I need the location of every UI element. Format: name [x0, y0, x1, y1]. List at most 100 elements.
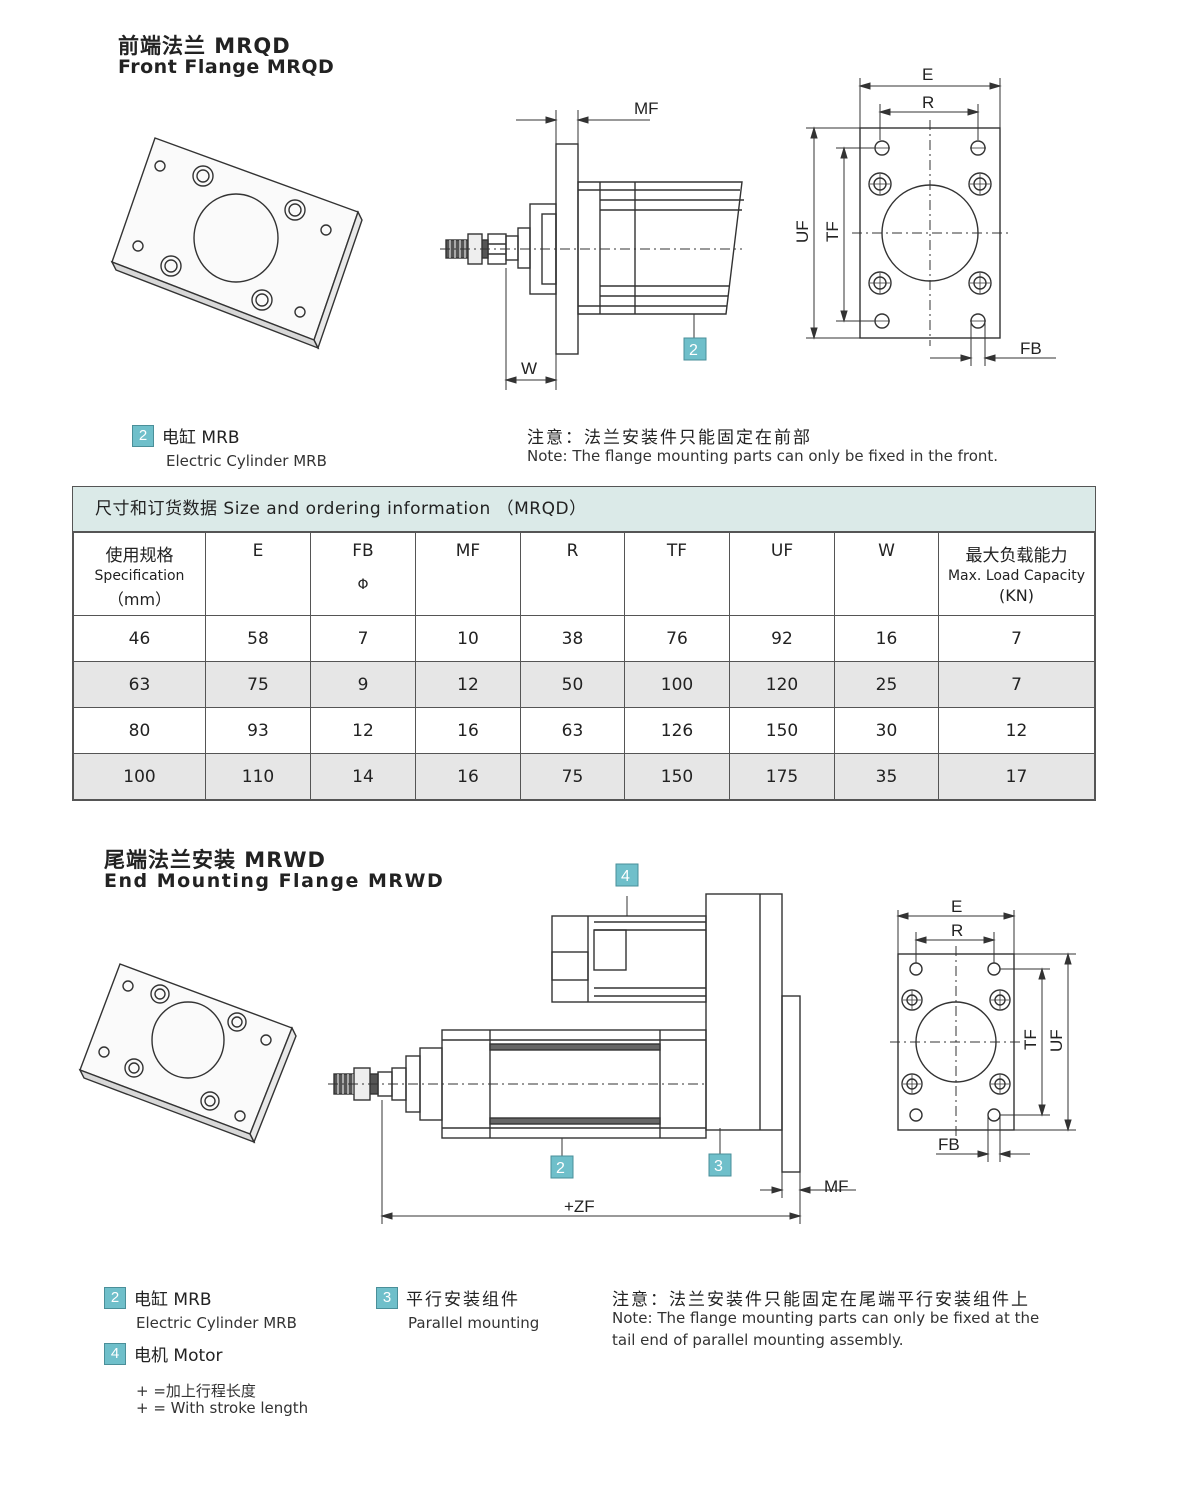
- legend-en: Parallel mounting: [408, 1314, 540, 1332]
- dim-label-fb: FB: [1020, 339, 1042, 358]
- cell-r: 50: [520, 661, 625, 708]
- cell-tf: 126: [624, 707, 730, 754]
- table-header-row: 使用规格 Specification （mm） E FB Φ MF R TF U…: [73, 532, 1095, 616]
- cell-tf: 150: [624, 753, 730, 800]
- callout-2-end: 2: [556, 1160, 565, 1177]
- cell-r: 63: [520, 707, 625, 754]
- cell-w: 30: [834, 707, 939, 754]
- table-row: 63 75 9 12 50 100 120 25 7: [73, 661, 1095, 708]
- cell-e: 110: [205, 753, 311, 800]
- cell-spec: 46: [73, 615, 206, 662]
- badge-4: 4: [104, 1342, 126, 1365]
- fb-dimension: [930, 321, 1056, 366]
- dim-label-zf: +ZF: [564, 1197, 595, 1216]
- dim-label-mf: MF: [824, 1177, 849, 1196]
- front-flange-drawing: MF W E R FB UF TF 2: [110, 65, 1056, 390]
- end-flange-front-view: [890, 946, 1022, 1138]
- header-uf: UF: [729, 532, 835, 616]
- cell-load: 7: [938, 661, 1095, 708]
- cell-w: 16: [834, 615, 939, 662]
- cell-e: 75: [205, 661, 311, 708]
- section1-note-cn: 注意：法兰安装件只能固定在前部: [527, 428, 812, 448]
- cell-mf: 10: [415, 615, 521, 662]
- legend-cn: 电缸 MRB: [134, 1290, 212, 1310]
- dim-label-uf: UF: [793, 220, 812, 243]
- header-spec: 使用规格 Specification （mm）: [73, 532, 206, 616]
- cell-e: 93: [205, 707, 311, 754]
- end-flange-drawing: E R FB MF +ZF TF UF 4 2 3: [78, 863, 1076, 1224]
- cell-w: 25: [834, 661, 939, 708]
- cell-w: 35: [834, 753, 939, 800]
- header-e: E: [205, 532, 311, 616]
- dim-label-tf: TF: [1021, 1029, 1040, 1050]
- table-title: 尺寸和订货数据 Size and ordering information （M…: [73, 487, 1095, 532]
- size-ordering-table: 尺寸和订货数据 Size and ordering information （M…: [72, 486, 1096, 801]
- cell-tf: 100: [624, 661, 730, 708]
- uf-tf-dimensions: [806, 126, 874, 340]
- end-flange-side-view: [328, 893, 801, 1173]
- end-flange-iso-plate: [78, 963, 297, 1144]
- cell-spec: 80: [73, 707, 206, 754]
- table-row: 100 110 14 16 75 150 175 35 17: [73, 753, 1095, 800]
- header-r: R: [520, 532, 625, 616]
- front-flange-iso-plate: [110, 137, 363, 350]
- legend-cn: 电缸 MRB: [162, 428, 240, 448]
- section2-note-en-2: tail end of parallel mounting assembly.: [612, 1331, 904, 1349]
- cell-load: 7: [938, 615, 1095, 662]
- header-fb: FB Φ: [310, 532, 416, 616]
- section2-title-cn: 尾端法兰安装 MRWD: [104, 848, 326, 872]
- dim-label-fb: FB: [938, 1135, 960, 1154]
- section1-note-en: Note: The flange mounting parts can only…: [527, 447, 999, 465]
- cell-fb: 9: [310, 661, 416, 708]
- cell-tf: 76: [624, 615, 730, 662]
- callout-2-front: 2: [689, 342, 698, 359]
- cell-uf: 120: [729, 661, 835, 708]
- section2-note-en-1: Note: The flange mounting parts can only…: [612, 1309, 1040, 1327]
- header-load: 最大负载能力 Max. Load Capacity (KN): [938, 532, 1095, 616]
- section1-title-en: Front Flange MRQD: [118, 56, 335, 78]
- dim-label-mf: MF: [634, 99, 659, 118]
- dim-label-uf: UF: [1047, 1029, 1066, 1052]
- dim-label-tf: TF: [823, 221, 842, 242]
- callout-3: 3: [714, 1158, 723, 1175]
- cell-r: 75: [520, 753, 625, 800]
- header-tf: TF: [624, 532, 730, 616]
- cell-fb: 14: [310, 753, 416, 800]
- section1-legend: 2 电缸 MRB Electric Cylinder MRB: [132, 423, 327, 470]
- section2-legend-3: 3 平行安装组件 Parallel mounting: [376, 1285, 539, 1332]
- badge-2: 2: [132, 424, 154, 447]
- mf-dimension: [516, 110, 650, 144]
- e-r-dimensions: [858, 78, 1002, 140]
- header-w: W: [834, 532, 939, 616]
- legend-en: Electric Cylinder MRB: [166, 452, 327, 470]
- table-row: 46 58 7 10 38 76 92 16 7: [73, 615, 1095, 662]
- plus-note-cn: + =加上行程长度: [136, 1382, 256, 1400]
- table-row: 80 93 12 16 63 126 150 30 12: [73, 707, 1095, 754]
- legend-cn: 电机 Motor: [134, 1346, 223, 1366]
- dim-label-e: E: [951, 897, 962, 916]
- cell-r: 38: [520, 615, 625, 662]
- legend-cn: 平行安装组件: [406, 1290, 520, 1310]
- badge-3: 3: [376, 1286, 398, 1309]
- cell-uf: 150: [729, 707, 835, 754]
- dim-label-r: R: [951, 921, 963, 940]
- legend-en: Electric Cylinder MRB: [136, 1314, 297, 1332]
- cell-mf: 12: [415, 661, 521, 708]
- cell-spec: 100: [73, 753, 206, 800]
- badge-2: 2: [104, 1286, 126, 1309]
- section2-legend-2: 2 电缸 MRB Electric Cylinder MRB: [104, 1285, 297, 1332]
- cell-load: 12: [938, 707, 1095, 754]
- cell-e: 58: [205, 615, 311, 662]
- cell-fb: 7: [310, 615, 416, 662]
- cell-load: 17: [938, 753, 1095, 800]
- section2-title-en: End Mounting Flange MRWD: [104, 870, 445, 892]
- zf-mf-dimensions: [380, 1100, 856, 1224]
- cell-uf: 92: [729, 615, 835, 662]
- cell-fb: 12: [310, 707, 416, 754]
- section1-title-cn: 前端法兰 MRQD: [118, 34, 291, 58]
- cell-mf: 16: [415, 753, 521, 800]
- callout-4: 4: [621, 868, 630, 885]
- header-mf: MF: [415, 532, 521, 616]
- cell-mf: 16: [415, 707, 521, 754]
- cell-uf: 175: [729, 753, 835, 800]
